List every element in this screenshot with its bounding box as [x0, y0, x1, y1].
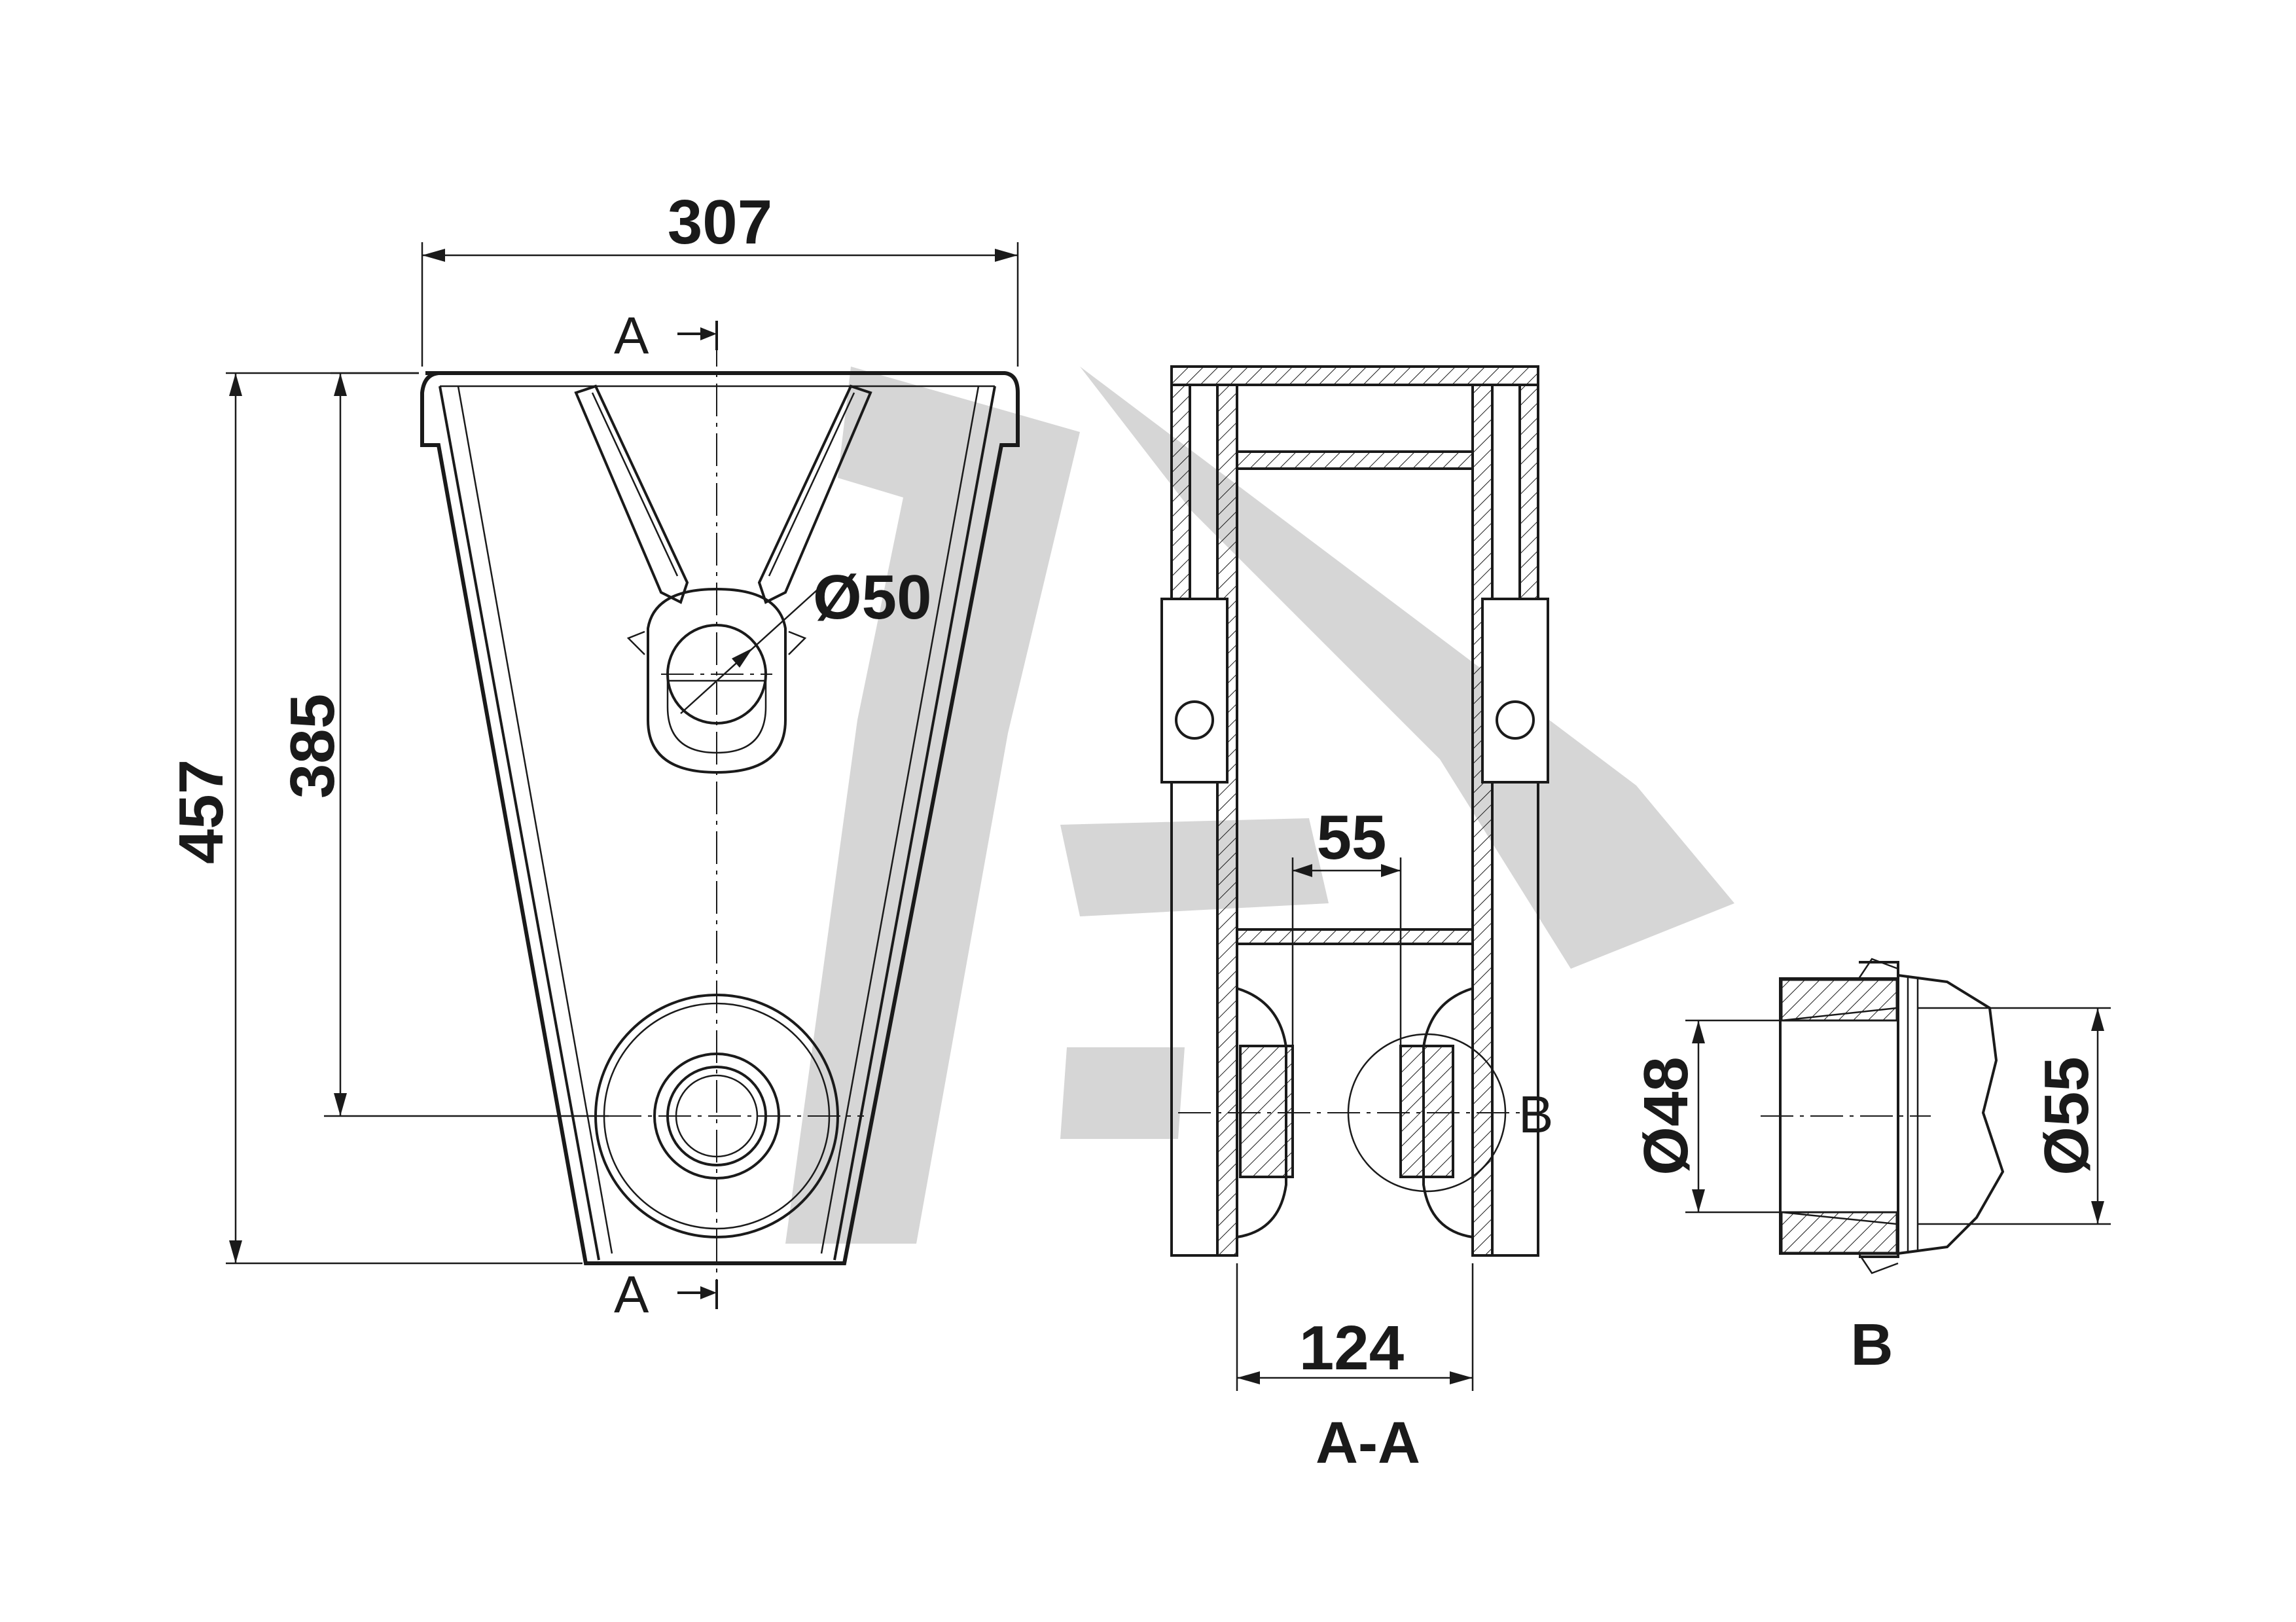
detail-title: B — [1851, 1312, 1893, 1378]
dim-55-label: 55 — [1317, 802, 1387, 873]
left-outer-line — [1170, 601, 1237, 1257]
lower-cross-plate — [1236, 928, 1474, 945]
front-body-outline — [420, 371, 1020, 1265]
dim-457-label: 457 — [166, 759, 236, 864]
dim-124-arrow-l — [1237, 1371, 1260, 1384]
detail-lower-hatch — [1780, 1211, 1898, 1254]
dim-307-label: 307 — [668, 187, 772, 257]
section-title: A-A — [1316, 1411, 1420, 1476]
front-view: A A 307 457 385 Ø50 — [166, 187, 1020, 1324]
detail-taper-top — [1781, 1007, 1897, 1022]
dim-385-arrow-b — [334, 1093, 347, 1116]
right-outer-plate — [1518, 384, 1539, 602]
dim-48-arrow-t — [1692, 1020, 1705, 1043]
weld-tab-left — [626, 630, 645, 655]
dim-457-arrow-t — [229, 373, 242, 396]
dim-307-arrow-r — [995, 249, 1018, 262]
weld-tab-right — [788, 630, 807, 655]
section-view: B 55 124 A-A — [1160, 365, 1553, 1476]
detail-taper-bottom — [1781, 1211, 1897, 1225]
dim-48-arrow-b — [1692, 1189, 1705, 1212]
dim-124-label: 124 — [1299, 1313, 1404, 1383]
right-bushing — [1399, 1045, 1454, 1178]
left-lug-hole — [1175, 700, 1214, 740]
detail-b-callout: B — [1518, 1085, 1553, 1144]
top-plate — [1170, 365, 1539, 386]
detail-lip-bottom — [1857, 1253, 1899, 1274]
dim-124-arrow-r — [1450, 1371, 1473, 1384]
v-bracket-left-arm — [574, 384, 689, 604]
left-inner-plate — [1216, 384, 1238, 1257]
dim-385-arrow-t — [334, 373, 347, 396]
left-bushing — [1239, 1045, 1294, 1178]
dim-55-arrow-l — [1293, 864, 1312, 877]
section-arrow-bottom-head — [700, 1286, 717, 1299]
dim-307-arrow-l — [422, 249, 445, 262]
front-inner-left-2 — [457, 386, 613, 1254]
dim-385-label: 385 — [278, 694, 348, 799]
right-lug-hole — [1496, 700, 1535, 740]
v-bracket-right-arm-inner — [768, 392, 855, 577]
v-bracket-right-arm — [757, 384, 872, 604]
section-label-top: A — [614, 306, 649, 365]
dim-50-arrow — [732, 648, 753, 668]
detail-lip-top — [1857, 958, 1899, 979]
upper-cross-plate — [1236, 450, 1474, 470]
dim-55d-label: Ø55 — [2032, 1056, 2102, 1175]
front-inner-right — [833, 386, 996, 1261]
right-outer-line — [1473, 601, 1539, 1257]
left-lug — [1160, 598, 1229, 784]
front-inner-left — [439, 386, 600, 1261]
dim-50-label: Ø50 — [813, 562, 931, 632]
front-inner-right-2 — [820, 386, 980, 1254]
dim-457-arrow-b — [229, 1240, 242, 1263]
detail-housing — [1897, 974, 2005, 1255]
dim-55d-arrow-t — [2091, 1008, 2104, 1031]
right-lug — [1481, 598, 1549, 784]
v-bracket-left-arm-inner — [591, 392, 679, 577]
section-arrow-top-head — [700, 327, 717, 340]
loop-boss-inner — [666, 679, 767, 754]
detail-view: Ø48 Ø55 B — [1631, 958, 2111, 1378]
left-outer-plate — [1170, 384, 1191, 602]
dim-55-arrow-r — [1381, 864, 1401, 877]
right-inner-plate — [1471, 384, 1494, 1257]
section-label-bottom: A — [614, 1265, 649, 1324]
dim-48-label: Ø48 — [1631, 1056, 1701, 1175]
dim-55d-arrow-b — [2091, 1201, 2104, 1224]
loop-boss — [647, 587, 787, 774]
